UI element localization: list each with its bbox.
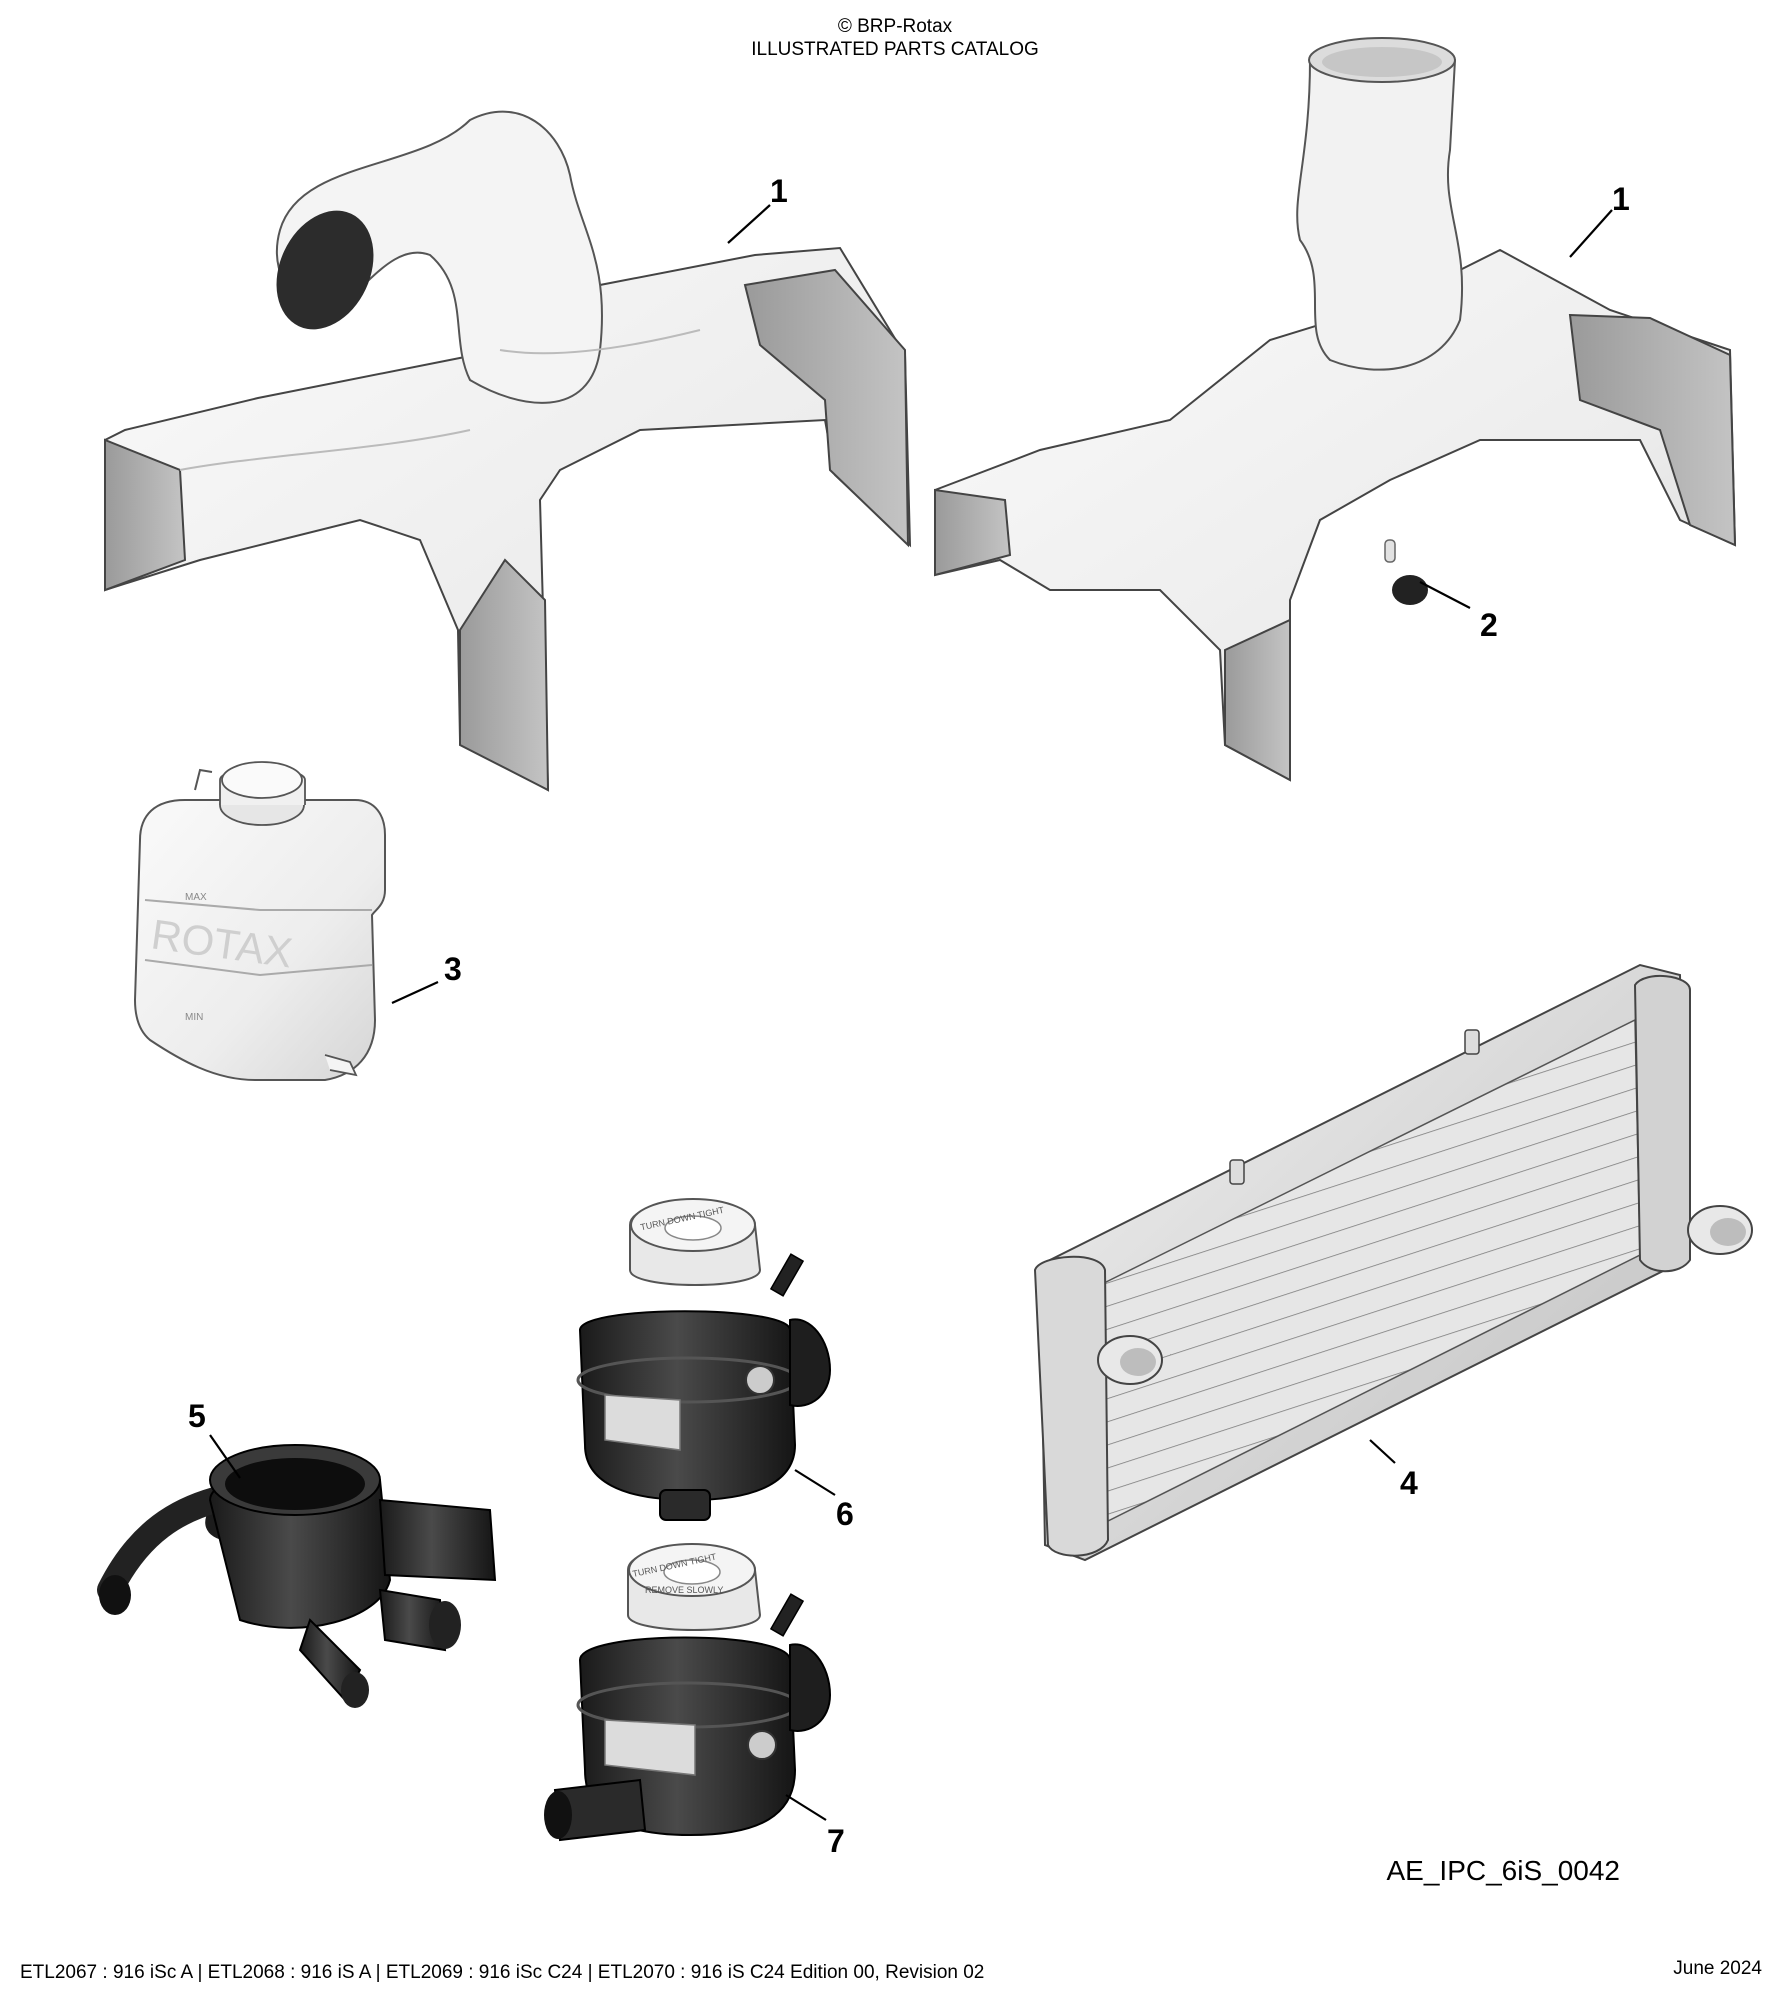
leader-2 xyxy=(1419,581,1471,609)
callout-2: 2 xyxy=(1480,607,1498,643)
tank-max-mark: MAX xyxy=(185,892,207,903)
coolant-tank-part-6: TURN DOWN TIGHT xyxy=(576,1198,832,1521)
leader-6 xyxy=(794,1469,836,1496)
callout-4: 4 xyxy=(1400,1465,1418,1501)
callout-1-left: 1 xyxy=(770,173,788,209)
callout-7: 7 xyxy=(827,1823,845,1859)
air-duct-shroud-left xyxy=(104,110,912,792)
leader-3 xyxy=(391,980,439,1005)
copyright-line: © BRP-Rotax xyxy=(837,16,953,37)
leader-7 xyxy=(785,1794,827,1821)
footer-date: June 2024 xyxy=(1673,1958,1762,1979)
callout-6: 6 xyxy=(836,1496,854,1532)
coolant-manifold xyxy=(97,1444,497,1708)
leader-1-left xyxy=(727,204,771,244)
radiator xyxy=(1033,963,1753,1562)
expansion-tank: ROTAX MAX MIN xyxy=(133,761,386,1081)
grommet-part-2 xyxy=(1392,575,1428,605)
catalog-title: ILLUSTRATED PARTS CATALOG xyxy=(751,39,1039,60)
leader-4 xyxy=(1369,1439,1396,1464)
leader-1-right xyxy=(1569,209,1613,258)
callout-1-right: 1 xyxy=(1612,181,1630,217)
tank-min-mark: MIN xyxy=(185,1012,203,1023)
cap-7-label-bottom: REMOVE SLOWLY xyxy=(645,1585,723,1595)
callout-3: 3 xyxy=(444,951,462,987)
coolant-tank-part-7: TURN DOWN TIGHT REMOVE SLOWLY xyxy=(544,1543,832,1842)
leader-5 xyxy=(209,1434,241,1479)
air-duct-shroud-right xyxy=(934,37,1737,782)
footer-edition: ETL2067 : 916 iSc A | ETL2068 : 916 iS A… xyxy=(20,1962,985,1983)
figure-reference: AE_IPC_6iS_0042 xyxy=(1386,1855,1620,1886)
callout-5: 5 xyxy=(188,1398,206,1434)
